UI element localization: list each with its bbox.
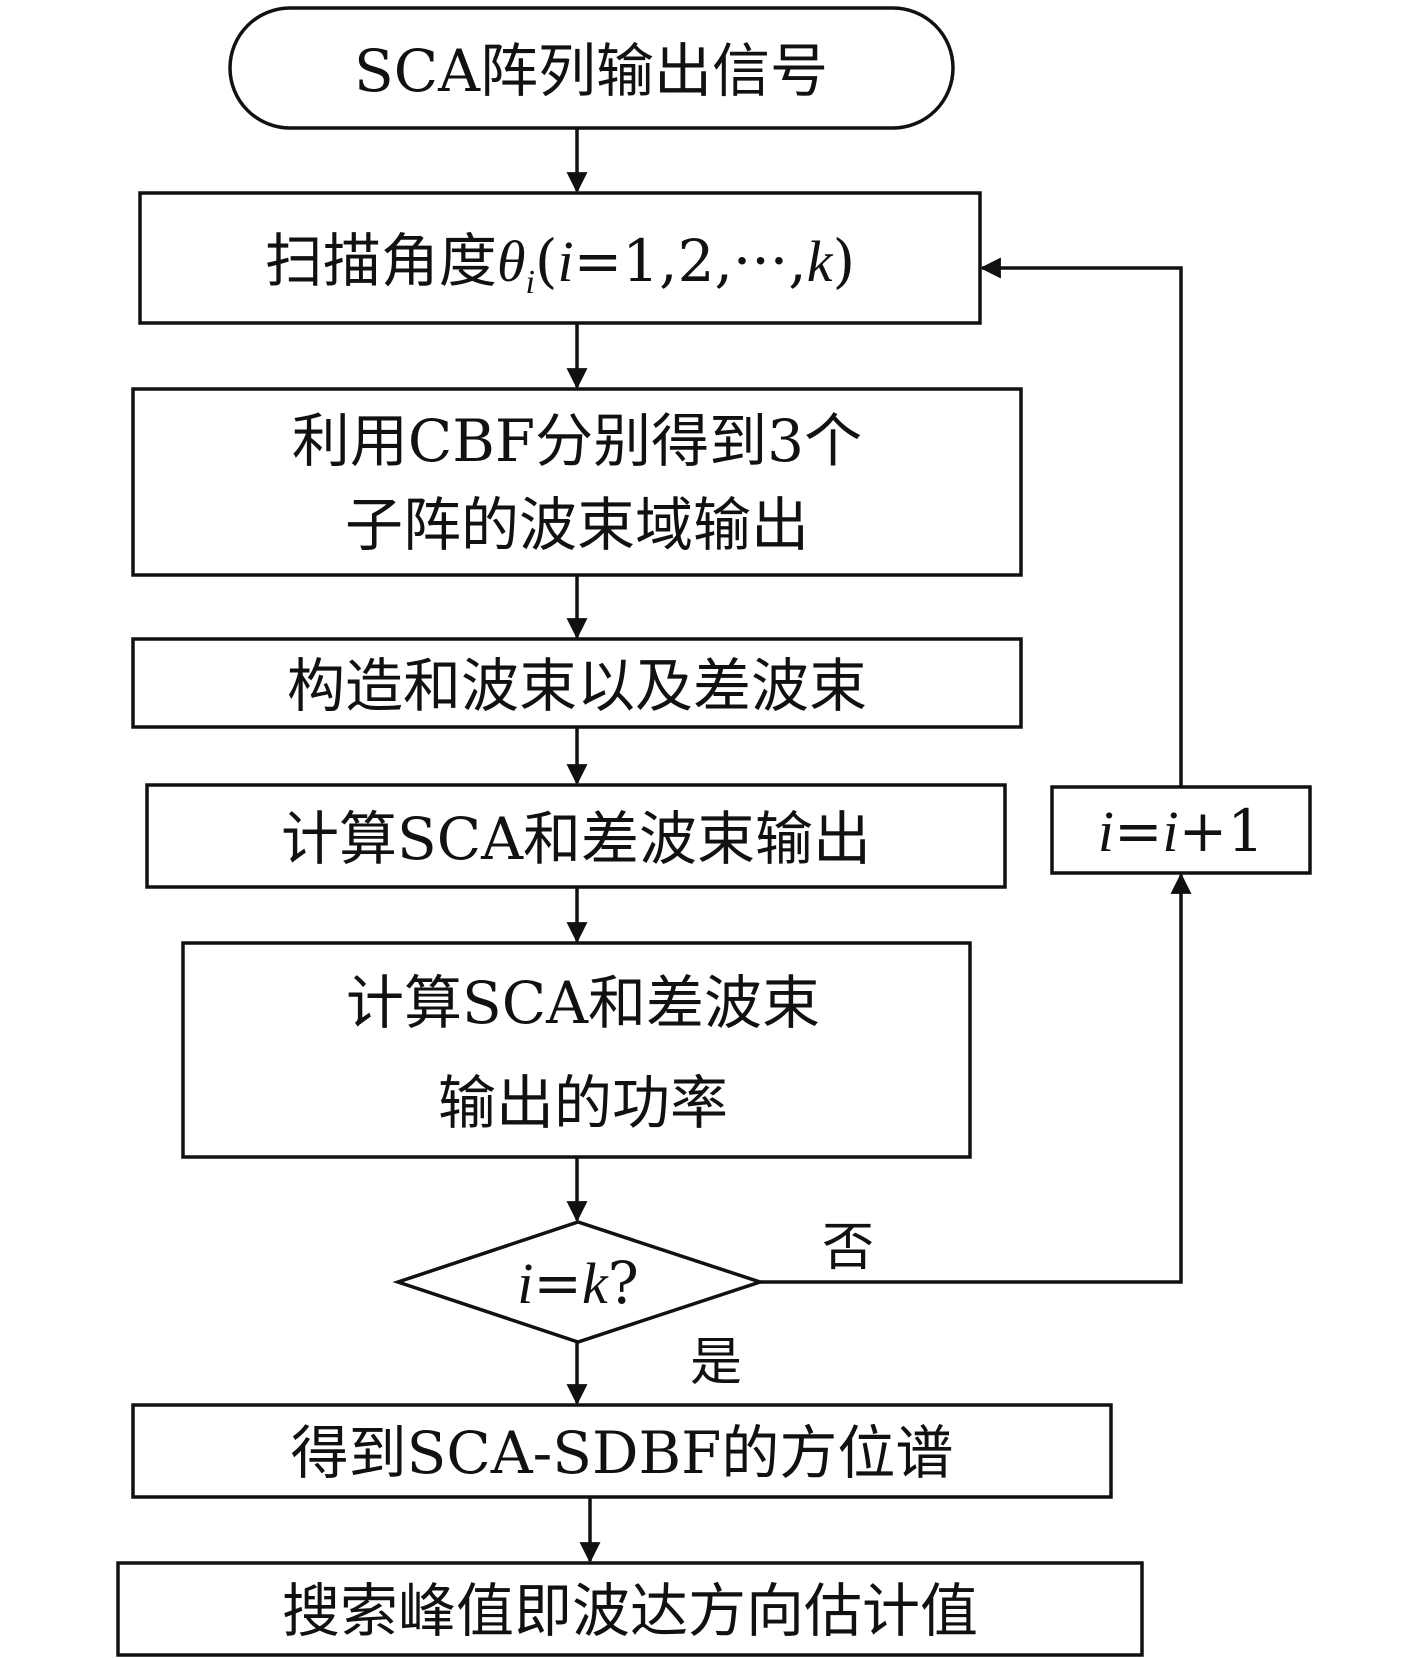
decision-label: i=k? bbox=[517, 1249, 639, 1317]
scan-angle-node: 扫描角度θi(i=1,2,···,k) bbox=[138, 191, 982, 325]
edge-decision-to-increment bbox=[760, 872, 1192, 1284]
edge-increment-to-scan bbox=[979, 257, 1183, 787]
construct-beams-label: 构造和波束以及差波束 bbox=[287, 652, 867, 720]
construct-beams-node: 构造和波束以及差波束 bbox=[131, 637, 1023, 729]
edges bbox=[566, 128, 1192, 1564]
calc-power-label-line1: 计算SCA和差波束 bbox=[346, 969, 820, 1037]
spectrum-node: 得到SCA-SDBF的方位谱 bbox=[131, 1403, 1113, 1499]
cbf-label-line1: 利用CBF分别得到3个 bbox=[292, 407, 862, 475]
cbf-node: 利用CBF分别得到3个 子阵的波束域输出 bbox=[131, 387, 1023, 577]
cbf-label-line2: 子阵的波束域输出 bbox=[345, 491, 809, 559]
increment-label: i=i+1 bbox=[1098, 797, 1264, 865]
start-label: SCA阵列输出信号 bbox=[354, 37, 828, 105]
calc-power-label-line2: 输出的功率 bbox=[438, 1069, 728, 1137]
decision-node: i=k? bbox=[392, 1220, 766, 1344]
scan-angle-label: 扫描角度θi(i=1,2,···,k) bbox=[265, 227, 855, 301]
calc-output-label: 计算SCA和差波束输出 bbox=[281, 805, 871, 873]
increment-node: i=i+1 bbox=[1050, 785, 1312, 875]
spectrum-label: 得到SCA-SDBF的方位谱 bbox=[291, 1419, 954, 1487]
start-node: SCA阵列输出信号 bbox=[228, 6, 955, 130]
calc-power-node: 计算SCA和差波束 输出的功率 bbox=[181, 941, 972, 1159]
edge-label-yes: 是 bbox=[690, 1333, 742, 1393]
calc-output-node: 计算SCA和差波束输出 bbox=[145, 783, 1007, 889]
edge-label-no: 否 bbox=[822, 1218, 874, 1278]
search-label: 搜索峰值即波达方向估计值 bbox=[282, 1577, 978, 1645]
search-node: 搜索峰值即波达方向估计值 bbox=[116, 1561, 1144, 1657]
